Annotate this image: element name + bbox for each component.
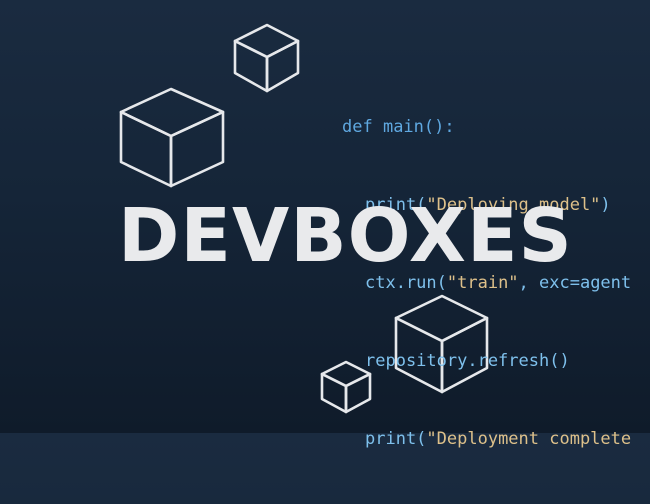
code-snippet: def main(): print("Deploying model") ctx… <box>342 62 650 504</box>
code-text: repository.refresh() <box>365 351 570 371</box>
cube-icon <box>320 360 373 415</box>
code-keyword: def <box>342 117 373 137</box>
banner: def main(): print("Deploying model") ctx… <box>118 23 631 449</box>
code-line: def main(): <box>342 114 650 140</box>
cube-icon <box>394 294 490 396</box>
code-string: "Deploying model" <box>426 195 601 215</box>
code-line: repository.refresh() <box>342 348 650 374</box>
page-title: DEVBOXES <box>118 193 573 279</box>
code-string: "Deployment complete <box>426 429 632 449</box>
code-line: print("Deploying model") <box>342 192 650 218</box>
code-string: "train" <box>446 273 519 293</box>
code-text: main(): <box>372 117 455 137</box>
cube-icon <box>119 87 225 189</box>
code-line: print("Deployment complete <box>342 426 650 452</box>
code-text: , exc=agent <box>518 273 632 293</box>
code-text: print( <box>365 195 427 215</box>
code-text: ctx.run( <box>365 273 447 293</box>
code-text: print( <box>365 429 427 449</box>
code-text: ) <box>600 195 611 215</box>
cube-icon <box>233 23 300 96</box>
code-line: ctx.run("train", exc=agent <box>342 270 650 296</box>
